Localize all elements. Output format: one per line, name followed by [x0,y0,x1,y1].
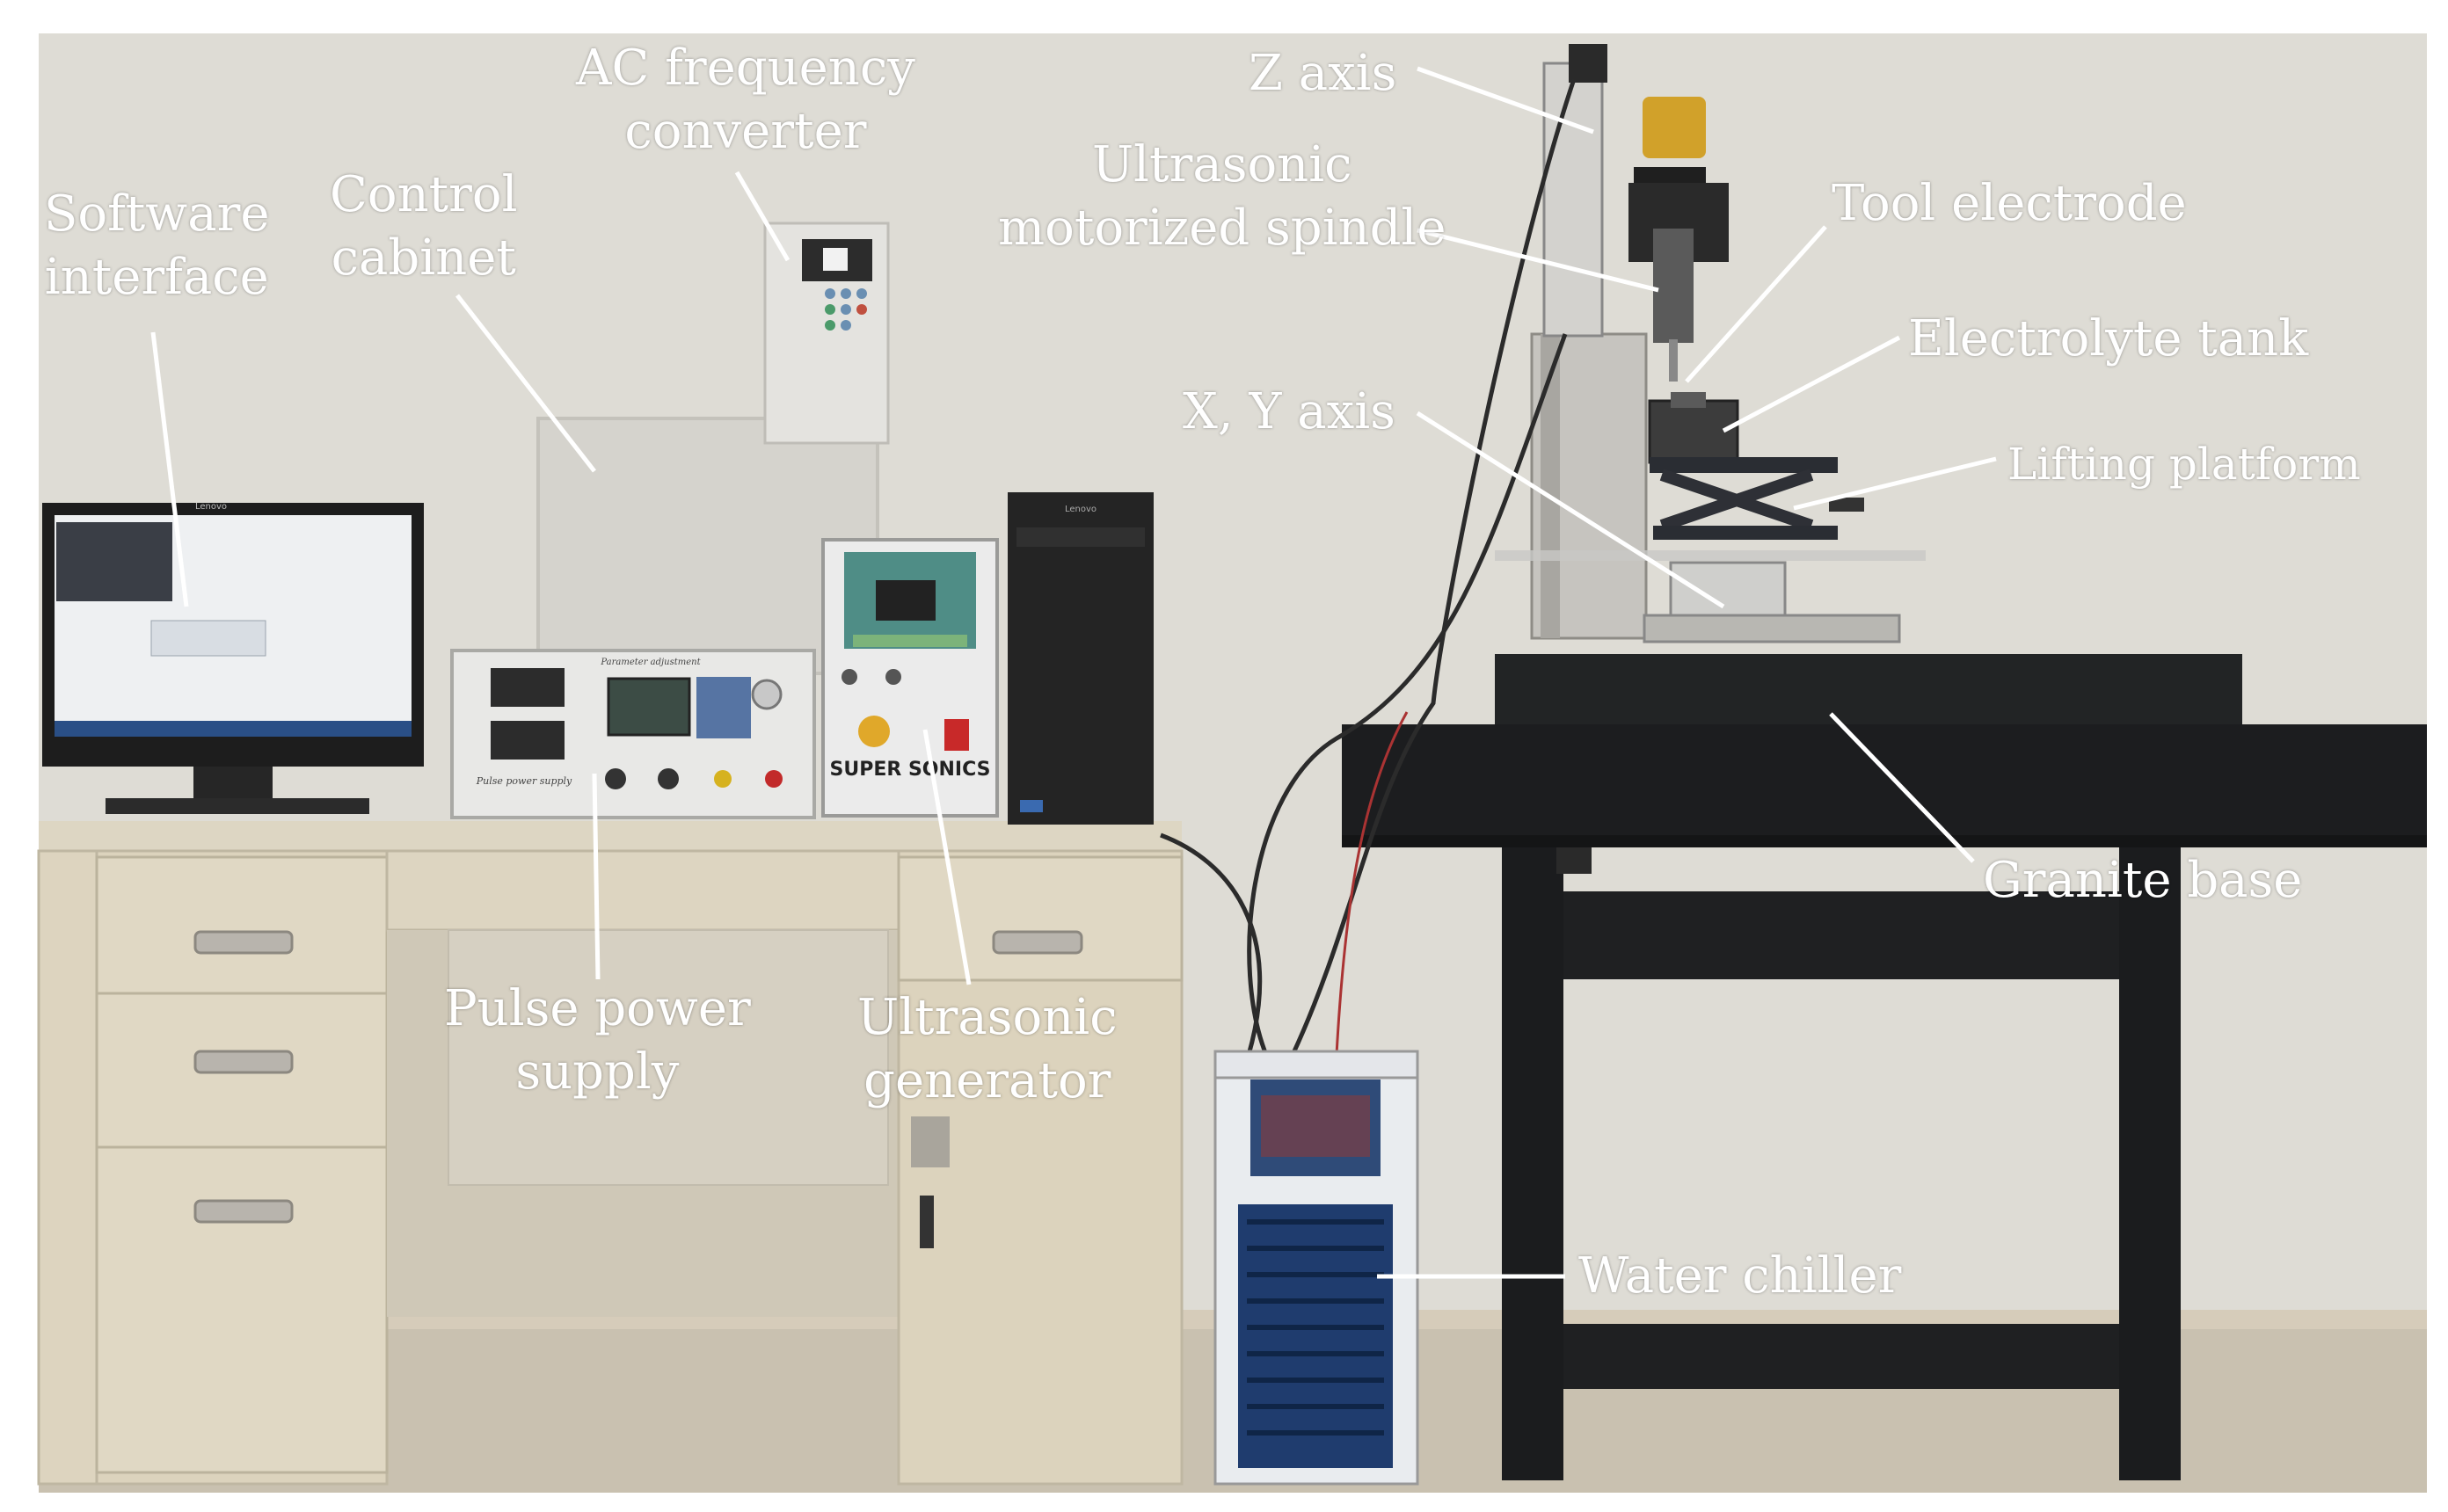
label-control-cabinet: Control cabinet [330,166,518,287]
electrolyte-tank [1648,392,1739,464]
granite-base [1342,654,2427,847]
lifting-platform [1650,457,1864,540]
ultrasonic-generator: SUPER SONICS [821,538,999,818]
leader-lifting [1793,456,1997,511]
desk [37,821,1184,1486]
generator-brand: SUPER SONICS [829,759,990,781]
label-ultrasonic-motorized-spindle: Ultrasonic motorized spindle [998,136,1446,257]
leader-ultragen [922,729,972,985]
leader-spindle [1417,228,1659,293]
label-tool-electrode: Tool electrode [1832,175,2187,232]
pulse-power-supply: Parameter adjustment Pulse power supply [450,649,816,819]
xy-axis-stage [1495,550,1926,643]
control-cabinet [536,417,879,675]
machine-column [1530,44,1729,640]
leader-granite [1829,712,1975,863]
leader-zaxis [1417,66,1594,134]
pc-brand: Lenovo [1065,505,1096,514]
label-software-interface: Software interface [44,185,270,306]
leader-acconv [734,171,790,262]
monitor-brand: Lenovo [195,502,227,512]
monitor: Lenovo [42,502,424,814]
label-ultrasonic-generator: Ultrasonic generator [857,989,1118,1109]
machine-stand [1502,847,2181,1480]
leader-control [455,294,596,473]
leader-pulse [592,773,601,980]
label-z-axis: Z axis [1249,45,1397,102]
label-granite-base: Granite base [1983,852,2303,909]
label-water-chiller: Water chiller [1578,1247,1902,1305]
pulse-supply-title: Parameter adjustment [600,658,701,667]
pulse-supply-name: Pulse power supply [476,775,572,787]
ac-frequency-converter [763,222,890,445]
leader-xy [1416,411,1725,609]
label-electrolyte-tank: Electrolyte tank [1908,310,2309,367]
water-chiller [1213,1050,1419,1486]
label-lifting-platform: Lifting platform [2007,439,2361,490]
cables [1160,78,1577,1057]
leader-lines [150,66,1997,1279]
label-ac-frequency-converter: AC frequency converter [576,40,915,160]
label-xy-axis: X, Y axis [1183,383,1395,440]
pc-tower: Lenovo [1008,492,1154,825]
leader-software [150,331,189,607]
leader-tool [1685,225,1827,383]
label-pulse-power-supply: Pulse power supply [444,980,751,1101]
leader-electrolyte [1722,335,1901,433]
